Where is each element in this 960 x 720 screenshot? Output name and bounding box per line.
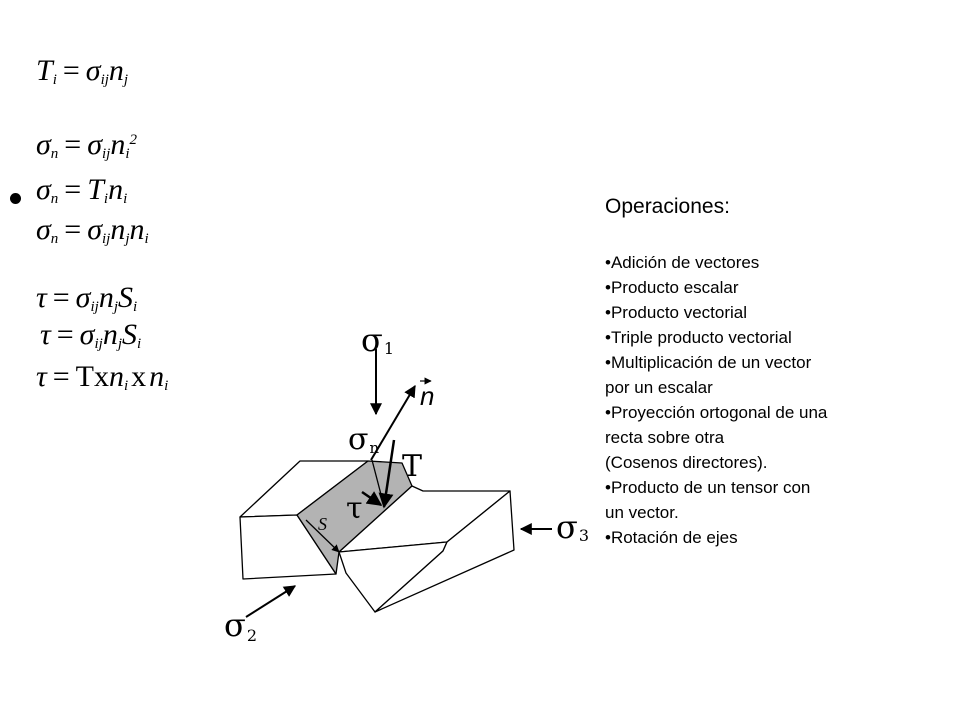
bullet-dot bbox=[10, 193, 21, 204]
operations-item: •Triple producto vectorial bbox=[605, 328, 792, 347]
operations-item: •Proyección ortogonal de una bbox=[605, 403, 828, 422]
operations-item: •Producto de un tensor con bbox=[605, 478, 811, 497]
equation-normal-stress-2: σn=Tini bbox=[36, 173, 128, 207]
operations-item: •Adición de vectores bbox=[605, 253, 760, 272]
equation-shear-stress-2: τ=σijnjSi bbox=[40, 318, 142, 352]
equation-shear-stress-1: τ=σijnjSi bbox=[36, 281, 138, 315]
operations-item: •Producto vectorial bbox=[605, 303, 748, 322]
tau-label: τ bbox=[346, 491, 363, 526]
right-block-side-face bbox=[374, 490, 515, 613]
operations-title: Operaciones: bbox=[605, 195, 730, 218]
operations-item: •Multiplicación de un vector bbox=[605, 353, 812, 372]
operations-item: por un escalar bbox=[605, 378, 713, 397]
traction-label: T bbox=[402, 449, 422, 484]
sigma2-label: σ2 bbox=[224, 606, 257, 645]
sigma-n-arrow bbox=[371, 459, 385, 507]
operations-item: •Rotación de ejes bbox=[605, 528, 738, 547]
traction-arrow bbox=[378, 439, 396, 509]
operations-list: •Adición de vectores •Producto escalar •… bbox=[605, 250, 935, 550]
sigma3-label: σ3 bbox=[556, 508, 589, 546]
sigma2-arrow bbox=[245, 585, 297, 618]
operations-item: un vector. bbox=[605, 503, 679, 522]
equation-normal-stress-1: σn=σijni2 bbox=[36, 128, 138, 162]
sigma1-label: σ1 bbox=[361, 321, 394, 359]
equation-normal-stress-3: σn=σijnjni bbox=[36, 213, 149, 247]
operations-item: recta sobre otra bbox=[605, 428, 725, 447]
tau-arrow bbox=[361, 490, 383, 507]
normal-vector-arrow bbox=[370, 384, 416, 461]
normal-vector-label: n bbox=[420, 381, 434, 411]
operations-item: •Producto escalar bbox=[605, 278, 739, 297]
sigma-n-label: σn bbox=[348, 422, 379, 457]
plane-s-label: S bbox=[318, 514, 327, 534]
plane-line bbox=[305, 519, 340, 553]
operations-panel: Operaciones: •Adición de vectores •Produ… bbox=[605, 194, 935, 550]
equation-traction: Ti=σijnj bbox=[36, 54, 129, 88]
operations-item: (Cosenos directores). bbox=[605, 453, 768, 472]
